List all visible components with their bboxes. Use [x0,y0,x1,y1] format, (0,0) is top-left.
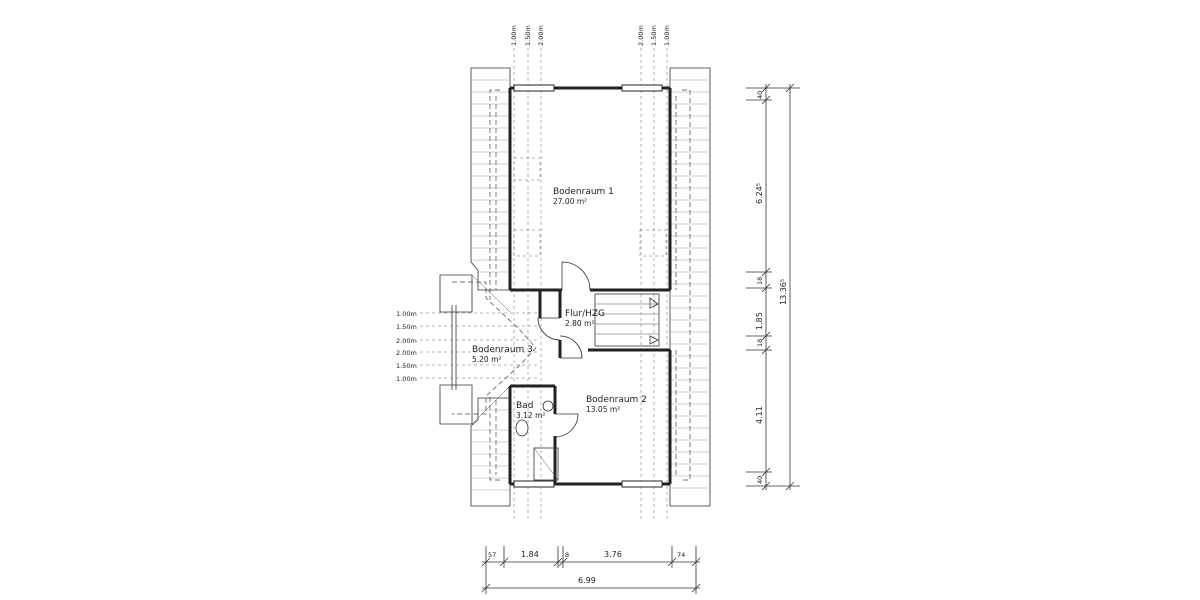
room-bodenraum1-name: Bodenraum 1 [553,187,614,197]
skylights [513,157,667,257]
left-marker-5: 1.50m [396,362,417,370]
right-dim-5: 18 [756,339,764,347]
top-marker-right-3: 1.00m [663,25,671,46]
bottom-dimension-lines [481,546,701,594]
room-flur-name: Flur/HZG [565,309,605,319]
roof-left-lower [470,397,511,507]
stairs [594,293,660,347]
right-dim-total: 13.36⁵ [779,279,788,305]
right-dim-3: 18 [756,277,764,285]
room-bad-area: 3.12 m² [516,411,545,420]
height-lines-left [420,312,540,379]
windows [513,84,663,488]
left-marker-6: 1.00m [396,375,417,383]
top-marker-right-2: 1.50m [650,25,658,46]
room-bodenraum2-name: Bodenraum 2 [586,395,647,405]
room-bad-name: Bad [516,401,533,411]
right-dim-7: 40 [756,476,764,484]
bottom-dim-4: 3.76 [604,550,622,559]
left-marker-2: 1.50m [396,323,417,331]
dormer-left [439,274,537,425]
left-marker-3: 2.00m [396,337,417,345]
right-dim-4: 1.85 [755,312,764,330]
dashed-outlines [489,89,691,481]
room-bodenraum1-area: 27.00 m² [553,197,587,206]
bath-fixtures [515,400,559,481]
top-marker-left-1: 1.00m [510,25,518,46]
right-dim-6: 4.11 [755,406,764,424]
right-dim-2: 6.24⁵ [755,183,764,204]
roof-left-upper [470,67,511,291]
left-marker-1: 1.00m [396,310,417,318]
height-lines [513,48,668,522]
right-dimension-lines [746,83,800,491]
bottom-dim-3: 8 [565,551,569,559]
room-bodenraum2-area: 13.05 m² [586,405,620,414]
top-marker-right-1: 2.00m [637,25,645,46]
top-marker-left-2: 1.50m [524,25,532,46]
top-marker-left-3: 2.00m [537,25,545,46]
bottom-dim-total: 6.99 [578,576,596,585]
room-bodenraum3-name: Bodenraum 3 [472,345,533,355]
left-marker-4: 2.00m [396,349,417,357]
roof-right [669,67,711,507]
room-bodenraum3-area: 5.20 m² [472,355,501,364]
doors [537,261,591,438]
bottom-dim-1: 57 [488,551,496,559]
room-flur-area: 2.80 m² [565,319,594,328]
right-dim-1: 40 [756,91,764,99]
bottom-dim-2: 1.84 [521,550,539,559]
bottom-dim-5: 74 [677,551,685,559]
